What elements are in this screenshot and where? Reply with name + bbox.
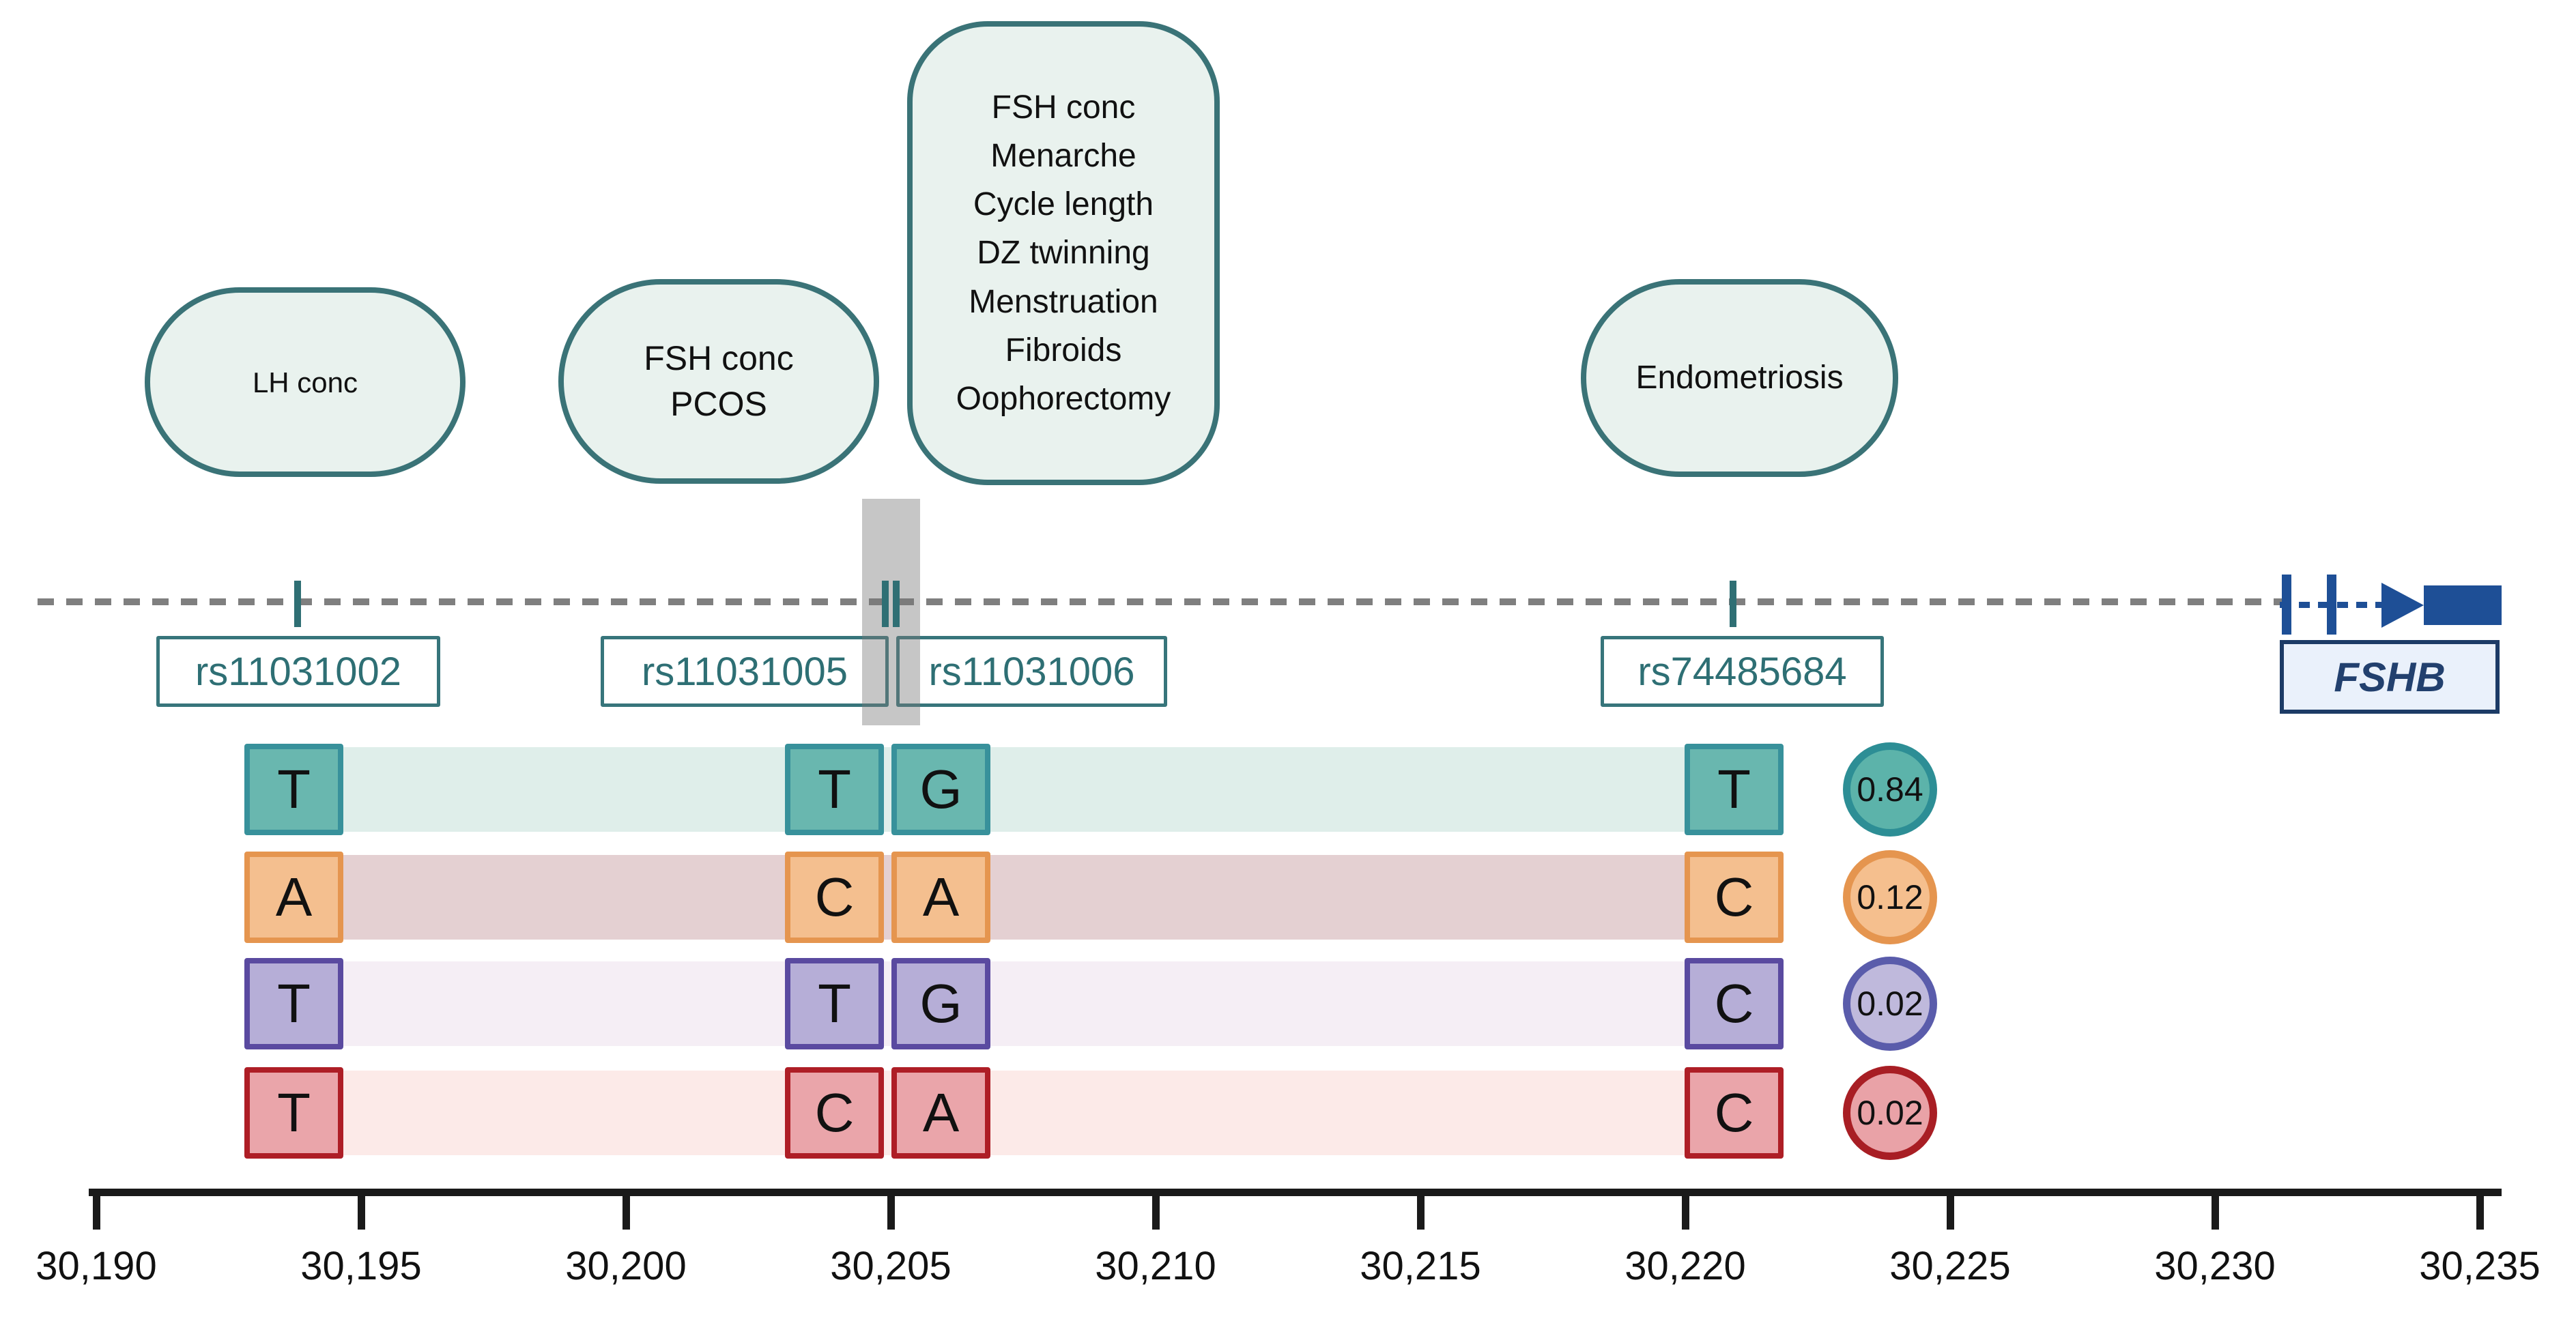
allele-square: T: [1685, 744, 1784, 835]
fshb-arrowhead-icon: [2381, 583, 2424, 628]
haplotype-band: [246, 1071, 1784, 1155]
snp-label-rs11031005: rs11031005: [601, 636, 889, 707]
snp-label-rs11031002: rs11031002: [156, 636, 440, 707]
trait-bubble-lh-conc: LH conc: [145, 287, 466, 477]
fshb-exon-bar-icon: [2282, 575, 2291, 635]
snp-label-rs74485684: rs74485684: [1601, 636, 1884, 707]
allele-square: T: [244, 958, 343, 1049]
haplotype-band: [246, 855, 1784, 940]
allele-square: T: [785, 744, 884, 835]
axis-tick: [1946, 1189, 1954, 1230]
bubble-line: FSH conc: [991, 89, 1136, 126]
allele-square: G: [891, 744, 990, 835]
bubble-line: Menstruation: [969, 283, 1158, 320]
bubble-line: Fibroids: [1005, 332, 1122, 368]
axis-label: 30,230: [2154, 1244, 2276, 1288]
allele-square: G: [891, 958, 990, 1049]
frequency-circle: 0.12: [1843, 850, 1937, 944]
allele-square: C: [1685, 958, 1784, 1049]
axis-tick: [887, 1189, 895, 1230]
bubble-line: LH conc: [252, 366, 358, 398]
fshb-gene-label: FSHB: [2280, 640, 2500, 714]
axis-tick: [622, 1189, 630, 1230]
axis-label: 30,225: [1889, 1244, 2011, 1288]
axis-label: 30,215: [1360, 1244, 1481, 1288]
bubble-line: PCOS: [670, 385, 767, 423]
fshb-exon-bar-icon: [2327, 575, 2336, 635]
axis-label: 30,200: [565, 1244, 687, 1288]
snp-tick-rs11031002: [294, 581, 301, 627]
haplotype-band: [246, 747, 1784, 832]
bubble-line: Menarche: [990, 138, 1136, 175]
trait-bubble-endometriosis: Endometriosis: [1581, 279, 1898, 477]
fshb-gene-body: [2424, 585, 2502, 625]
bubble-line: DZ twinning: [977, 235, 1150, 272]
bubble-line: Endometriosis: [1635, 360, 1844, 396]
snp-tick-rs11031006: [892, 581, 900, 627]
bubble-line: FSH conc: [644, 338, 794, 377]
axis-label: 30,190: [35, 1244, 157, 1288]
bubble-line: Oophorectomy: [956, 380, 1171, 417]
axis-tick: [357, 1189, 365, 1230]
axis-label: 30,210: [1095, 1244, 1216, 1288]
allele-square: A: [891, 852, 990, 943]
allele-square: T: [244, 1067, 343, 1159]
allele-square: C: [785, 852, 884, 943]
allele-square: C: [1685, 852, 1784, 943]
axis-tick: [1416, 1189, 1425, 1230]
snp-label-rs11031006: rs11031006: [896, 636, 1167, 707]
axis-label: 30,205: [830, 1244, 951, 1288]
allele-square: C: [1685, 1067, 1784, 1159]
axis-label: 30,195: [300, 1244, 422, 1288]
allele-square: T: [244, 744, 343, 835]
haplotype-band: [246, 961, 1784, 1046]
snp-tick-rs11031005: [882, 581, 889, 627]
axis-tick: [2211, 1189, 2219, 1230]
frequency-circle: 0.02: [1843, 957, 1937, 1051]
allele-square: T: [785, 958, 884, 1049]
allele-square: A: [244, 852, 343, 943]
snp-tick-rs74485684: [1729, 581, 1736, 627]
frequency-circle: 0.84: [1843, 742, 1937, 837]
axis-tick: [92, 1189, 100, 1230]
frequency-circle: 0.02: [1843, 1066, 1937, 1160]
allele-square: C: [785, 1067, 884, 1159]
axis-tick: [1681, 1189, 1689, 1230]
axis-label: 30,220: [1625, 1244, 1746, 1288]
axis-label: 30,235: [2419, 1244, 2541, 1288]
axis-line: [89, 1189, 2502, 1196]
genome-dotted-line: [38, 598, 2282, 605]
axis-tick: [1151, 1189, 1160, 1230]
snp-highlight-band: [862, 499, 920, 725]
allele-square: A: [891, 1067, 990, 1159]
axis-tick: [2476, 1189, 2484, 1230]
bubble-line: Cycle length: [973, 186, 1154, 223]
